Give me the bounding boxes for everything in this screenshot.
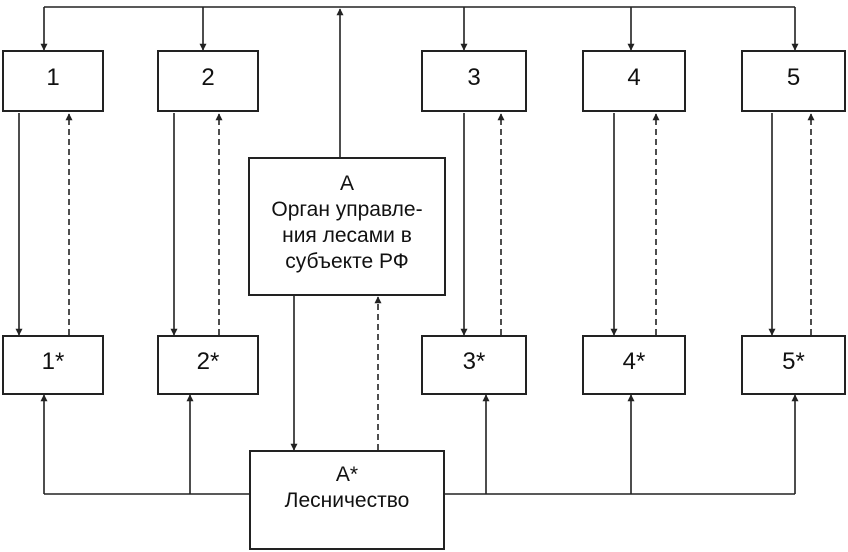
box-1-label: 1 — [46, 64, 60, 91]
forestry-box-letter: А* — [335, 463, 359, 486]
box-3-star: 3* — [421, 335, 527, 395]
box-4-star: 4* — [582, 335, 686, 395]
box-4: 4 — [582, 50, 686, 112]
forestry-box: А* Лесничество — [249, 450, 445, 550]
box-3: 3 — [421, 50, 527, 112]
box-1-star-label: 1* — [41, 348, 65, 375]
center-box-authority: А Орган управле- ния лесами в субъекте Р… — [248, 157, 446, 296]
box-1: 1 — [2, 50, 104, 112]
center-box-line2: ния лесами в — [282, 224, 412, 247]
box-2-star-label: 2* — [196, 348, 220, 375]
box-4-star-label: 4* — [622, 348, 646, 375]
center-box-line1: Орган управле- — [271, 198, 423, 221]
box-5-star: 5* — [741, 335, 846, 395]
box-3-star-label: 3* — [462, 348, 486, 375]
forestry-box-name: Лесничество — [284, 489, 410, 512]
box-2: 2 — [157, 50, 259, 112]
box-4-label: 4 — [627, 64, 641, 91]
center-box-line3: субъекте РФ — [285, 250, 409, 273]
box-5: 5 — [741, 50, 846, 112]
box-5-star-label: 5* — [782, 348, 805, 375]
box-2-label: 2 — [201, 64, 215, 91]
box-3-label: 3 — [467, 64, 481, 91]
box-2-star: 2* — [157, 335, 259, 395]
box-5-label: 5 — [786, 64, 801, 91]
box-1-star: 1* — [2, 335, 104, 395]
center-box-letter: А — [339, 172, 354, 195]
